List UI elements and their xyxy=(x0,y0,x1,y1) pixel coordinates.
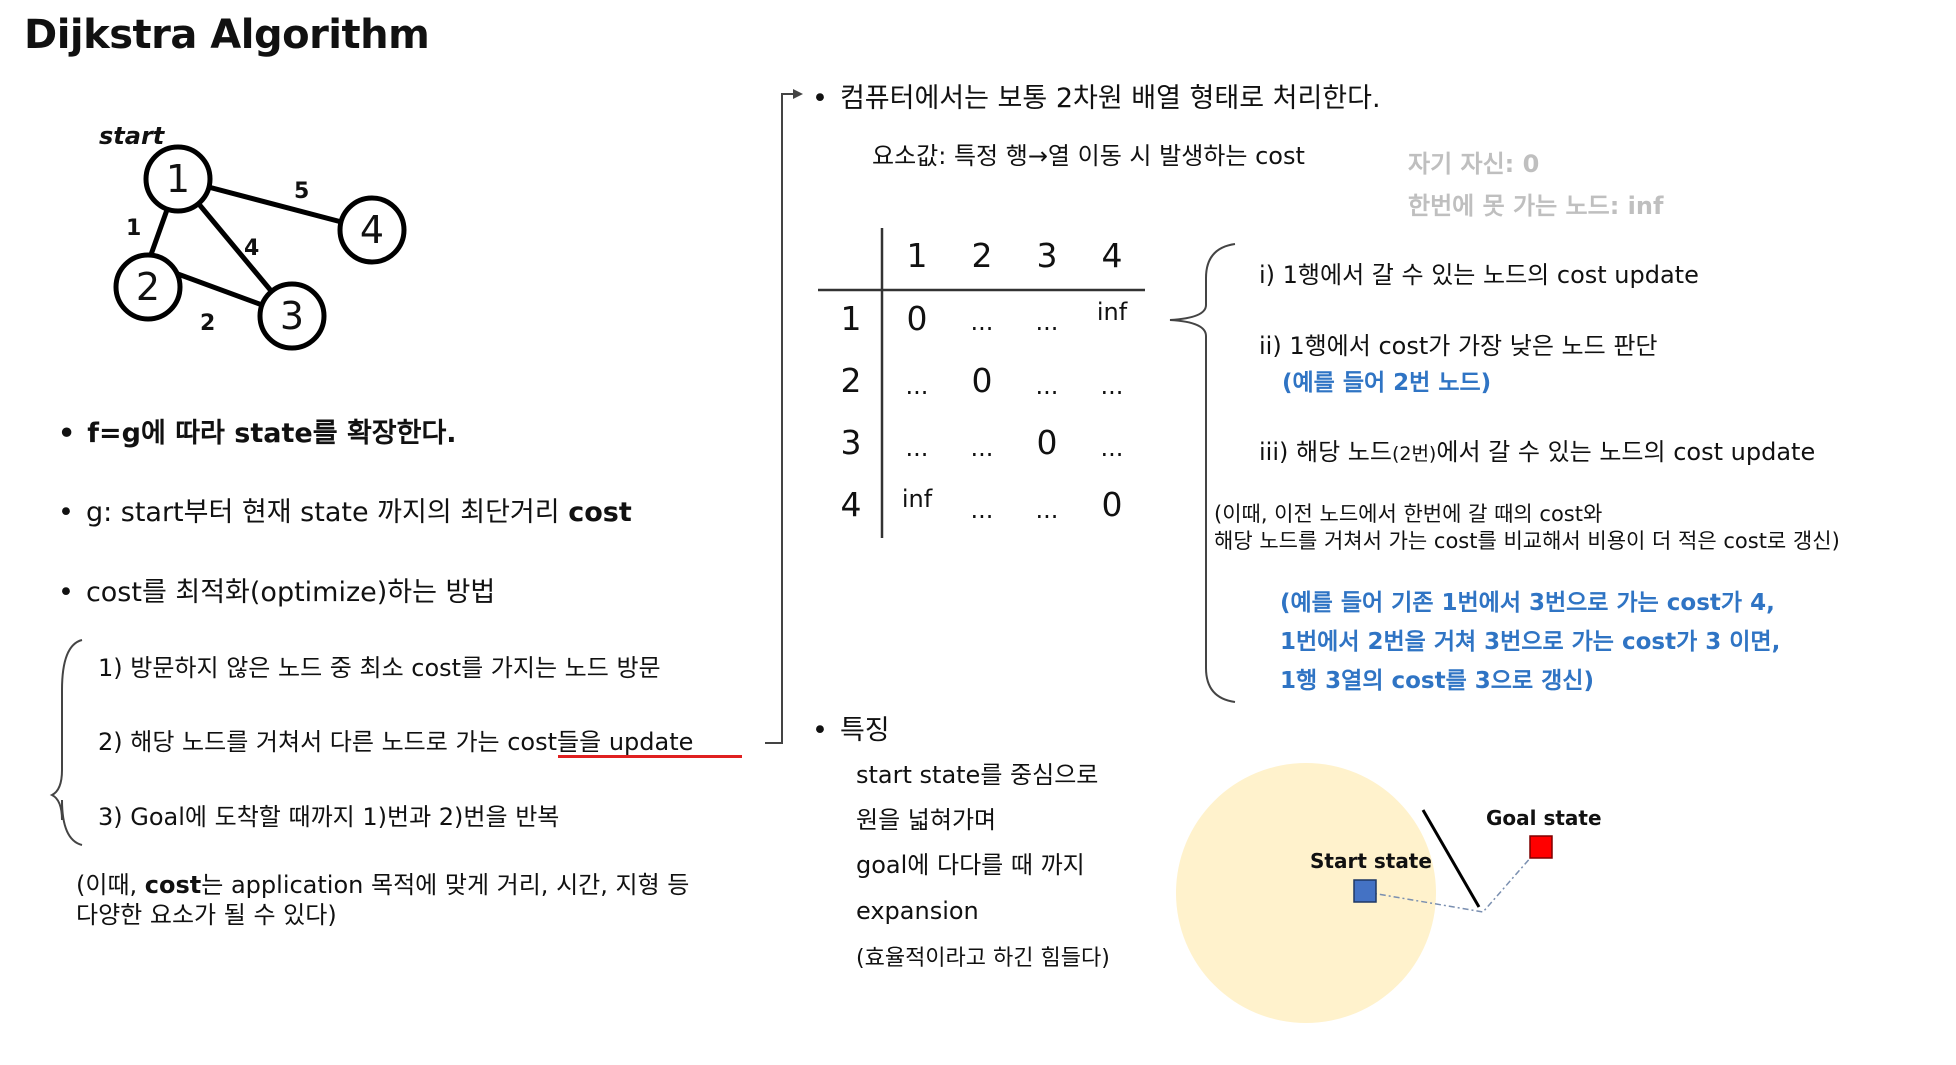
update-note-line2: 해당 노드를 거쳐서 가는 cost를 비교해서 비용이 더 적은 cost로 … xyxy=(1214,529,1840,553)
matrix-cell: 0 xyxy=(1101,485,1123,524)
step-1: 1) 방문하지 않은 노드 중 최소 cost를 가지는 노드 방문 xyxy=(98,654,661,682)
note-cost: cost xyxy=(144,871,202,899)
bullet-f-equals-g: f=g에 따라 state를 확장한다. xyxy=(58,411,456,450)
unreachable-note: 한번에 못 가는 노드: inf xyxy=(1408,192,1664,220)
start-state-label: Start state xyxy=(1310,849,1432,873)
matrix-cell: 0 xyxy=(1036,423,1058,462)
update-note-line1: (이때, 이전 노드에서 한번에 갈 때의 cost와 xyxy=(1214,502,1603,526)
note-open: (이때, xyxy=(76,871,145,899)
goal-state-label: Goal state xyxy=(1486,806,1602,830)
matrix-cell: 0 xyxy=(906,299,928,338)
feature-line: expansion xyxy=(856,897,979,925)
matrix-cell: 0 xyxy=(971,361,993,400)
matrix-col-header: 4 xyxy=(1101,236,1123,275)
matrix-row-header: 4 xyxy=(840,485,862,524)
matrix-row-header: 1 xyxy=(840,299,862,338)
feature-line: goal에 다다를 때 까지 xyxy=(856,851,1085,879)
barrier-line xyxy=(1421,809,1481,908)
edge-weight-1-3: 4 xyxy=(244,236,260,261)
matrix-cell: ... xyxy=(1100,434,1124,462)
update-step-2: ii) 1행에서 cost가 가장 낮은 노드 판단 xyxy=(1259,332,1658,360)
matrix-col-header: 2 xyxy=(971,236,993,275)
matrix-row-header: 3 xyxy=(840,423,862,462)
matrix-cell: ... xyxy=(905,372,929,400)
graph-node-1 xyxy=(143,144,213,214)
element-description: 요소값: 특정 행→열 이동 시 발생하는 cost xyxy=(872,142,1305,170)
edge-weight-1-2: 1 xyxy=(126,216,142,241)
matrix-cell: ... xyxy=(970,308,994,336)
page-title: Dijkstra Algorithm xyxy=(24,12,430,58)
matrix-heading: 컴퓨터에서는 보통 2차원 배열 형태로 처리한다. xyxy=(812,76,1381,115)
matrix-col-header: 3 xyxy=(1036,236,1058,275)
matrix-row-header: 2 xyxy=(840,361,862,400)
update-step-3-a: iii) 해당 노드 xyxy=(1259,438,1392,466)
note-rest: 는 application 목적에 맞게 거리, 시간, 지형 등 xyxy=(201,871,690,899)
bullet-optimize: cost를 최적화(optimize)하는 방법 xyxy=(58,570,495,609)
update-step-3: iii) 해당 노드(2번)에서 갈 수 있는 노드의 cost update xyxy=(1259,432,1815,467)
steps-brace xyxy=(49,639,83,846)
feature-line: start state를 중심으로 xyxy=(856,761,1099,789)
update-example-line1: (예를 들어 기존 1번에서 3번으로 가는 cost가 4, xyxy=(1280,590,1775,616)
connector-arrowhead xyxy=(793,89,803,99)
connector-line xyxy=(765,93,793,744)
features-heading: 특징 xyxy=(812,708,890,747)
matrix-cell: ... xyxy=(970,496,994,524)
update-brace xyxy=(1169,243,1236,703)
matrix-cell: ... xyxy=(970,434,994,462)
bullet-g-definition: g: start부터 현재 state 까지의 최단거리 cost xyxy=(58,490,632,529)
feature-line: 원을 넓혀가며 xyxy=(856,806,997,834)
update-step-2-example: (예를 들어 2번 노드) xyxy=(1282,370,1492,396)
edge-weight-2-3: 2 xyxy=(200,311,216,336)
graph-node-4 xyxy=(337,195,407,265)
update-step-1: i) 1행에서 갈 수 있는 노드의 cost update xyxy=(1259,261,1699,289)
update-example-line3: 1행 3열의 cost를 3으로 갱신) xyxy=(1280,668,1594,694)
start-state-marker xyxy=(1353,879,1377,903)
matrix-cell: inf xyxy=(1096,298,1128,326)
step-2-underline xyxy=(558,755,742,758)
cost-note-line2: 다양한 요소가 될 수 있다) xyxy=(76,901,337,929)
matrix-cell: ... xyxy=(905,434,929,462)
step-3: 3) Goal에 도착할 때까지 1)번과 2)번을 반복 xyxy=(98,803,560,831)
matrix-cell: ... xyxy=(1035,496,1059,524)
update-step-3-small: (2번) xyxy=(1391,443,1437,465)
bullet-g-cost: cost xyxy=(568,497,632,528)
matrix-cell: ... xyxy=(1035,372,1059,400)
self-cost-note: 자기 자신: 0 xyxy=(1408,150,1540,178)
goal-state-marker xyxy=(1529,835,1553,859)
edge-weight-1-4: 5 xyxy=(294,179,310,204)
matrix-cell: ... xyxy=(1100,372,1124,400)
cost-note-line1: (이때, cost는 application 목적에 맞게 거리, 시간, 지형… xyxy=(76,870,689,900)
graph-node-3 xyxy=(257,281,327,351)
matrix-col-header: 1 xyxy=(906,236,928,275)
update-step-3-b: 에서 갈 수 있는 노드의 cost update xyxy=(1436,438,1816,466)
node-1-label: 1 xyxy=(165,157,191,201)
start-label: start xyxy=(99,122,165,150)
feature-remark: (효율적이라고 하긴 힘들다) xyxy=(856,946,1110,971)
node-3-label: 3 xyxy=(279,294,305,338)
graph-node-2 xyxy=(113,252,183,322)
update-example-line2: 1번에서 2번을 거쳐 3번으로 가는 cost가 3 이면, xyxy=(1280,629,1781,655)
step-2: 2) 해당 노드를 거쳐서 다른 노드로 가는 cost들을 update xyxy=(98,728,694,756)
expansion-circle xyxy=(1176,763,1436,1023)
node-2-label: 2 xyxy=(135,265,161,309)
matrix-cell: inf xyxy=(901,485,933,513)
bullet-g-text: g: start부터 현재 state 까지의 최단거리 xyxy=(85,497,569,528)
node-4-label: 4 xyxy=(359,208,385,252)
matrix-cell: ... xyxy=(1035,308,1059,336)
